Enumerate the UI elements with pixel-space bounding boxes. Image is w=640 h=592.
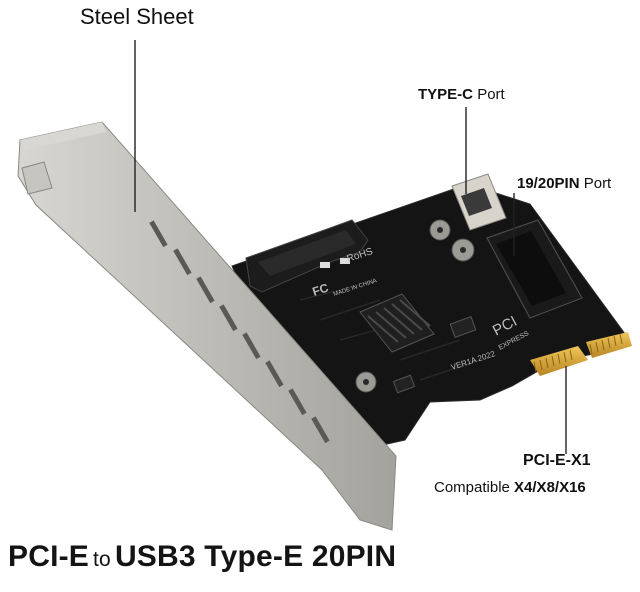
type-c-label-main: TYPE-C [418, 86, 474, 103]
title-part2: USB3 Type-E 20PIN [114, 540, 397, 573]
type-c-label-suffix: Port [477, 86, 505, 103]
fc-text: FC [311, 280, 331, 298]
steel-sheet-label: Steel Sheet [80, 4, 194, 29]
steel-bracket [17, 121, 397, 531]
compat-label: Compatible X4/X8/X16 [434, 479, 586, 496]
title-to: to [93, 548, 111, 571]
title-part1: PCI-E [8, 540, 90, 573]
gold-edge-connector [530, 332, 632, 376]
chips [320, 258, 477, 394]
pin-port-label: 19/20PIN Port [517, 175, 611, 192]
sata-connector [245, 219, 369, 293]
compat-values: X4/X8/X16 [514, 479, 586, 496]
type-c-label: TYPE-C Port [418, 86, 505, 103]
pin-port-label-suffix: Port [583, 175, 612, 192]
pcie-label: PCI-E-X1 [523, 452, 591, 469]
heatsink [359, 293, 435, 353]
leader-lines [134, 40, 567, 454]
bracket-vent-slots [149, 220, 330, 444]
pin-port-label-main: 19/20PIN [517, 175, 580, 192]
capacitors [355, 219, 475, 393]
compat-prefix: Compatible [434, 479, 510, 496]
